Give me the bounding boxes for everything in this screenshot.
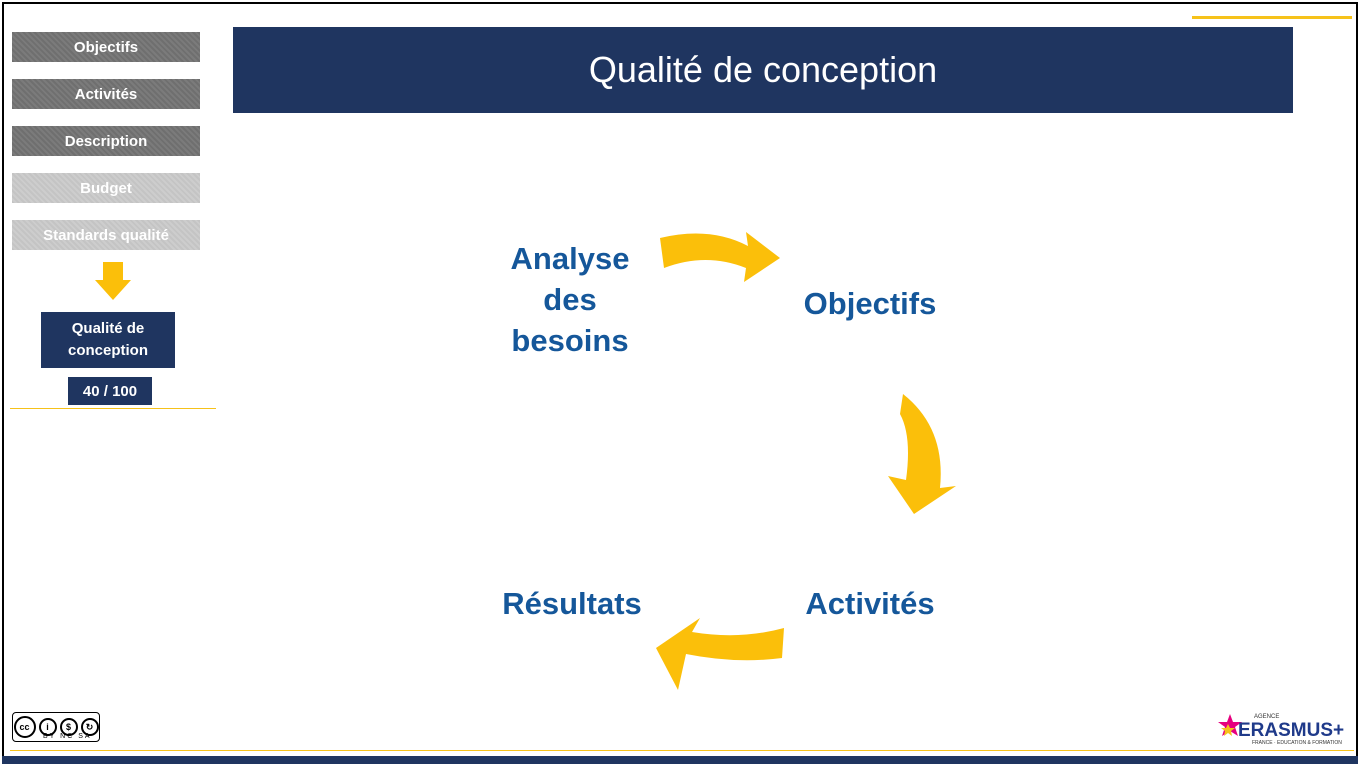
- nav-item-description[interactable]: Description: [12, 126, 200, 156]
- sidebar-divider: [10, 408, 216, 409]
- footer-divider: [10, 750, 1354, 751]
- erasmus-logo: AGENCE ERASMUS+ FRANCE · EDUCATION & FOR…: [1216, 712, 1352, 746]
- cycle-step-results: Résultats: [502, 586, 642, 621]
- arrow-objectives-to-activities-icon: [888, 394, 956, 514]
- top-accent-line: [1192, 16, 1352, 19]
- nav-item-activites[interactable]: Activités: [12, 79, 200, 109]
- by-icon: i: [38, 718, 57, 736]
- arrow-needs-to-objectives-icon: [660, 232, 780, 282]
- current-section-label: Qualité de conception: [67, 320, 148, 359]
- logo-subtitle: FRANCE · EDUCATION & FORMATION: [1252, 740, 1342, 746]
- cycle-step-activities: Activités: [805, 586, 935, 621]
- page-title-bar: Qualité de conception: [233, 27, 1293, 113]
- current-section-badge: Qualité de conception: [41, 312, 175, 368]
- cycle-step-needs-label: Analyse des besoins: [510, 241, 630, 358]
- arrow-activities-to-results-icon: [656, 618, 784, 690]
- down-arrow-icon: [95, 262, 131, 300]
- nav-item-objectifs[interactable]: Objectifs: [12, 32, 200, 62]
- nav-item-standards-qualite[interactable]: Standards qualité: [12, 220, 200, 250]
- cc-icon: cc: [13, 716, 36, 738]
- cycle-step-needs: Analyse des besoins: [490, 238, 650, 361]
- progress-counter: 40 / 100: [68, 377, 152, 405]
- license-text: BY NC SA: [43, 733, 92, 740]
- nc-icon: $: [59, 718, 78, 736]
- page-title: Qualité de conception: [588, 49, 938, 90]
- logo-name: ERASMUS+: [1238, 720, 1345, 741]
- nav-item-budget[interactable]: Budget: [12, 173, 200, 203]
- cc-by-nc-sa-icon: cc i $ ↻ BY NC SA: [12, 712, 100, 742]
- footer-bar: [2, 756, 1358, 764]
- sa-icon: ↻: [80, 718, 99, 736]
- logo-agence: AGENCE: [1254, 714, 1280, 720]
- erasmus-star-icon: [1218, 714, 1242, 736]
- cycle-step-objectives: Objectifs: [803, 286, 937, 321]
